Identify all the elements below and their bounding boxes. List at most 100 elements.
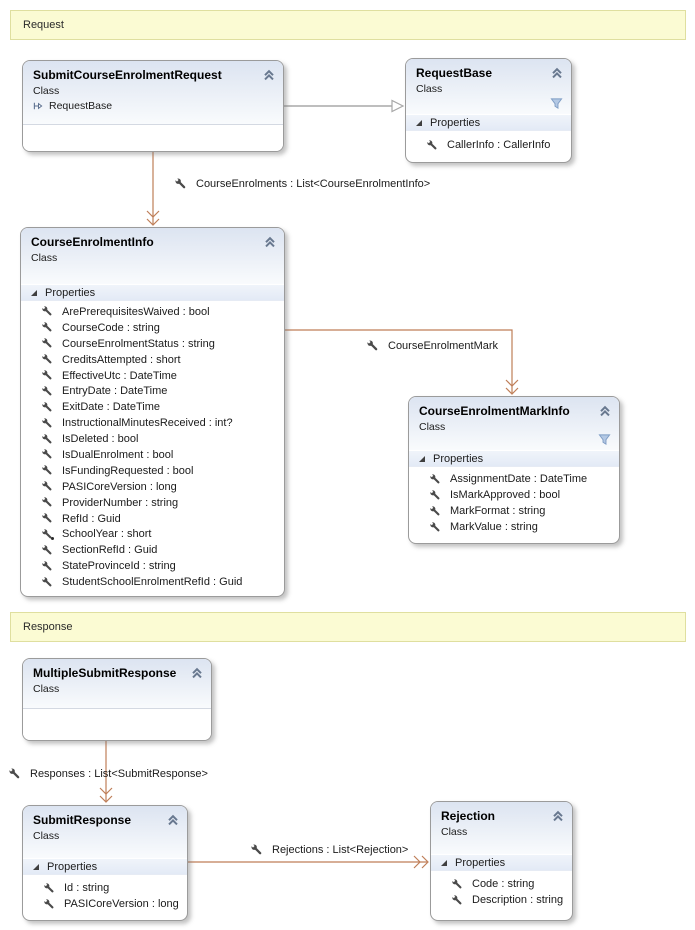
expander-triangle-icon[interactable] [415, 119, 423, 127]
class-box-multiple-submit-response[interactable]: MultipleSubmitResponse Class [22, 658, 212, 741]
collapse-chevron-icon[interactable] [263, 69, 275, 81]
class-header[interactable]: MultipleSubmitResponse Class [23, 659, 211, 708]
class-box-course-enrolment-mark-info[interactable]: CourseEnrolmentMarkInfo Class Properties… [408, 396, 620, 544]
property-row[interactable]: PASICoreVersion : long [23, 896, 187, 912]
property-row[interactable]: PASICoreVersion : long [21, 479, 284, 495]
property-modifier-dot [51, 537, 54, 541]
property-row[interactable]: IsDualEnrolment : bool [21, 447, 284, 463]
comment-banner-request[interactable]: Request [10, 10, 686, 40]
class-box-course-enrolment-info[interactable]: CourseEnrolmentInfo Class Properties Are… [20, 227, 285, 597]
comment-banner-response[interactable]: Response [10, 612, 686, 642]
class-box-submit-response[interactable]: SubmitResponse Class Properties Id : str… [22, 805, 188, 921]
class-header[interactable]: RequestBase Class [406, 59, 571, 114]
property-row[interactable]: ArePrerequisitesWaived : bool [21, 304, 284, 320]
collapse-chevron-icon[interactable] [552, 810, 564, 822]
property-row[interactable]: EffectiveUtc : DateTime [21, 368, 284, 384]
property-row[interactable]: InstructionalMinutesReceived : int? [21, 415, 284, 431]
properties-section-header[interactable]: Properties [23, 858, 187, 875]
class-header[interactable]: Rejection Class [431, 802, 572, 854]
wrench-icon [41, 385, 54, 398]
property-row[interactable]: CourseEnrolmentStatus : string [21, 336, 284, 352]
filter-icon[interactable] [550, 97, 563, 110]
wrench-icon [41, 464, 54, 477]
wrench-icon [41, 496, 54, 509]
connector-label-responses[interactable]: Responses : List<SubmitResponse> [8, 766, 208, 782]
class-stereotype: Class [419, 421, 446, 433]
properties-section-label: Properties [45, 286, 96, 299]
class-box-submit-course-enrolment-request[interactable]: SubmitCourseEnrolmentRequest Class Reque… [22, 60, 284, 152]
properties-section-header[interactable]: Properties [431, 854, 572, 871]
class-stereotype: Class [33, 683, 60, 695]
property-row[interactable]: IsDeleted : bool [21, 431, 284, 447]
collapse-chevron-icon[interactable] [599, 405, 611, 417]
association-responses[interactable] [99, 741, 113, 803]
collapse-chevron-icon[interactable] [167, 814, 179, 826]
class-body-empty [23, 124, 283, 151]
property-row[interactable]: EntryDate : DateTime [21, 383, 284, 399]
property-row[interactable]: ProviderNumber : string [21, 495, 284, 511]
connector-label-text: Responses : List<SubmitResponse> [30, 768, 208, 780]
property-row[interactable]: Id : string [23, 880, 187, 896]
property-row[interactable]: CourseCode : string [21, 320, 284, 336]
property-row[interactable]: IsFundingRequested : bool [21, 463, 284, 479]
class-box-rejection[interactable]: Rejection Class Properties Code : string… [430, 801, 573, 921]
property-label: ExitDate : DateTime [62, 401, 161, 414]
wrench-icon [174, 177, 188, 191]
property-row[interactable]: RefId : Guid [21, 511, 284, 527]
property-row[interactable]: StudentSchoolEnrolmentRefId : Guid [21, 574, 284, 590]
property-row[interactable]: SchoolYear : short [21, 526, 284, 542]
base-type-label: RequestBase [49, 100, 113, 112]
banner-label: Response [23, 621, 73, 633]
inheritance-connector[interactable] [284, 99, 405, 113]
collapse-chevron-icon[interactable] [551, 67, 563, 79]
connector-label-course-enrolment-mark[interactable]: CourseEnrolmentMark [366, 338, 498, 354]
property-row[interactable]: StateProvinceId : string [21, 558, 284, 574]
property-row[interactable]: CallerInfo : CallerInfo [406, 137, 571, 153]
property-row[interactable]: MarkFormat : string [409, 503, 619, 519]
expander-triangle-icon[interactable] [440, 859, 448, 867]
class-box-request-base[interactable]: RequestBase Class Properties CallerInfo … [405, 58, 572, 163]
class-title: CourseEnrolmentMarkInfo [419, 404, 570, 418]
properties-section-header[interactable]: Properties [409, 450, 619, 467]
property-row[interactable]: MarkValue : string [409, 519, 619, 535]
connector-label-rejections[interactable]: Rejections : List<Rejection> [250, 842, 408, 858]
property-row[interactable]: SectionRefId : Guid [21, 542, 284, 558]
property-row[interactable]: Code : string [431, 876, 572, 892]
property-label: ProviderNumber : string [62, 496, 179, 509]
wrench-icon [41, 544, 54, 557]
property-row[interactable]: IsMarkApproved : bool [409, 487, 619, 503]
properties-section-label: Properties [430, 116, 481, 129]
property-label: Description : string [472, 894, 564, 906]
properties-section-header[interactable]: Properties [406, 114, 571, 131]
property-label: SectionRefId : Guid [62, 544, 158, 557]
class-header[interactable]: CourseEnrolmentInfo Class [21, 228, 284, 284]
association-course-enrolments[interactable] [146, 152, 160, 226]
properties-section-label: Properties [455, 856, 506, 869]
property-label: CreditsAttempted : short [62, 353, 181, 366]
expander-triangle-icon[interactable] [418, 455, 426, 463]
property-row[interactable]: AssignmentDate : DateTime [409, 471, 619, 487]
properties-section-header[interactable]: Properties [21, 284, 284, 301]
class-header[interactable]: SubmitResponse Class [23, 806, 187, 858]
filter-icon[interactable] [598, 433, 611, 446]
property-label: AssignmentDate : DateTime [450, 473, 588, 485]
wrench-icon [43, 898, 56, 911]
collapse-chevron-icon[interactable] [264, 236, 276, 248]
property-row[interactable]: CreditsAttempted : short [21, 352, 284, 368]
association-rejections[interactable] [188, 855, 429, 869]
base-type-row[interactable]: RequestBase [33, 100, 273, 112]
expander-triangle-icon[interactable] [30, 289, 38, 297]
connector-label-course-enrolments[interactable]: CourseEnrolments : List<CourseEnrolmentI… [174, 176, 430, 192]
class-title: SubmitResponse [33, 813, 132, 827]
class-header[interactable]: SubmitCourseEnrolmentRequest Class Reque… [23, 61, 283, 124]
association-course-enrolment-mark[interactable] [285, 329, 519, 395]
property-row[interactable]: ExitDate : DateTime [21, 399, 284, 415]
collapse-chevron-icon[interactable] [191, 667, 203, 679]
wrench-icon [41, 321, 54, 334]
property-label: Id : string [64, 882, 110, 894]
class-body-empty [23, 708, 211, 740]
class-header[interactable]: CourseEnrolmentMarkInfo Class [409, 397, 619, 450]
property-row[interactable]: Description : string [431, 892, 572, 908]
expander-triangle-icon[interactable] [32, 863, 40, 871]
